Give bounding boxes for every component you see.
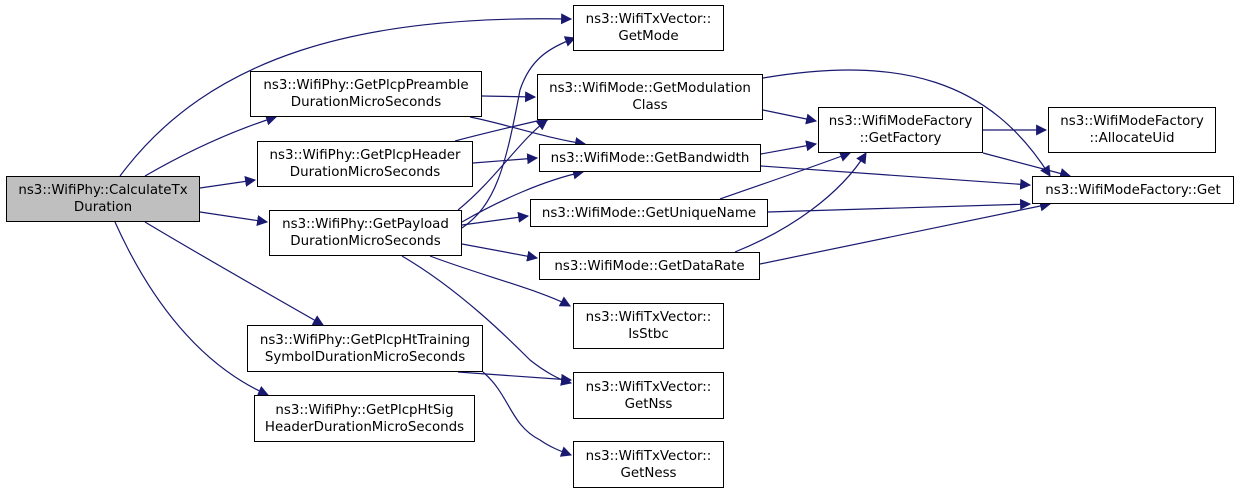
edge-payload-getmode <box>461 36 577 229</box>
edge-payload-uniquename <box>461 211 530 226</box>
node-get-plcp-header-duration[interactable]: ns3::WifiPhy::GetPlcpHeader DurationMicr… <box>257 141 473 187</box>
node-label-line-2: DurationMicroSeconds <box>289 165 441 180</box>
edge-bandwidth-factoryget <box>760 165 1032 190</box>
edge-bandwidth-getfactory <box>760 140 818 155</box>
edge-payload-getnss <box>401 255 573 386</box>
node-wifimode-get-modulation-class[interactable]: ns3::WifiMode::GetModulation Class <box>537 74 763 120</box>
edge-payload-bandwidth <box>461 168 585 223</box>
node-modefactory-get[interactable]: ns3::WifiModeFactory::Get <box>1032 176 1234 204</box>
node-wifimode-get-data-rate[interactable]: ns3::WifiMode::GetDataRate <box>539 252 760 280</box>
node-get-plcp-preamble-duration[interactable]: ns3::WifiPhy::GetPlcpPreamble DurationMi… <box>250 71 482 117</box>
node-label-line-2: HeaderDurationMicroSeconds <box>264 419 465 435</box>
node-label-line-1: ns3::WifiMode::GetModulation <box>549 81 751 96</box>
edge-datarate-factoryget <box>759 200 1052 265</box>
node-label-line-1: ns3::WifiPhy::GetPlcpHeader <box>269 148 461 163</box>
edge-header-bandwidth <box>472 153 539 165</box>
edge-uniquename-getfactory <box>719 151 852 200</box>
edge-payload-modclass <box>457 119 548 211</box>
node-calculate-tx-duration[interactable]: ns3::WifiPhy::CalculateTx Duration <box>6 176 200 222</box>
node-txvector-is-stbc[interactable]: ns3::WifiTxVector:: IsStbc <box>573 303 724 349</box>
edge-calc-getmode <box>119 13 573 177</box>
edge-datarate-getfactory <box>734 152 867 253</box>
node-txvector-get-nss[interactable]: ns3::WifiTxVector:: GetNss <box>573 372 724 419</box>
node-label-line-2: SymbolDurationMicroSeconds <box>264 349 466 365</box>
edge-preamble-bandwidth <box>469 116 587 148</box>
edge-calc-payload <box>199 211 269 226</box>
node-label-line-1: ns3::WifiMode::GetBandwidth <box>550 150 750 166</box>
node-get-plcp-ht-training-duration[interactable]: ns3::WifiPhy::GetPlcpHtTraining SymbolDu… <box>247 325 483 372</box>
node-wifimode-get-bandwidth[interactable]: ns3::WifiMode::GetBandwidth <box>539 144 761 172</box>
node-modefactory-get-factory[interactable]: ns3::WifiModeFactory ::GetFactory <box>818 107 983 153</box>
node-label-line-2: DurationMicroSeconds <box>290 95 442 110</box>
edge-preamble-modclass <box>481 91 537 103</box>
node-label-line-1: ns3::WifiTxVector:: <box>585 448 712 464</box>
node-label-line-1: ns3::WifiMode::GetDataRate <box>554 258 745 274</box>
node-label-line-1: ns3::WifiPhy::GetPlcpHtTraining <box>259 332 471 348</box>
node-label-line-1: ns3::WifiMode::GetUniqueName <box>541 205 757 221</box>
edge-getfactory-factoryget <box>982 152 1072 179</box>
node-label-line-1: ns3::WifiPhy::GetPayload <box>282 217 449 232</box>
node-label-line-1: ns3::WifiModeFactory::Get <box>1045 182 1221 198</box>
edge-payload-datarate <box>461 243 539 262</box>
edge-httraining-getness <box>482 371 573 457</box>
node-label-line-2: Duration <box>73 200 133 215</box>
edge-modclass-factoryget <box>762 69 1051 177</box>
node-label-line-2: IsStbc <box>628 327 669 342</box>
node-label-line-2: ::AllocateUid <box>1089 131 1175 146</box>
node-label-line-1: ns3::WifiModeFactory <box>828 114 973 129</box>
node-label-line-1: ns3::WifiPhy::CalculateTx <box>18 183 188 198</box>
edge-calc-htsig <box>114 221 270 397</box>
edge-calc-httraining <box>144 221 324 326</box>
node-label-line-2: DurationMicroSeconds <box>290 234 441 249</box>
edge-modclass-getfactory <box>762 109 818 125</box>
edge-calc-preamble <box>144 114 278 177</box>
edge-payload-isstbc <box>429 255 571 307</box>
node-label-line-1: ns3::WifiTxVector:: <box>585 310 712 325</box>
node-modefactory-allocate-uid[interactable]: ns3::WifiModeFactory ::AllocateUid <box>1048 107 1216 153</box>
node-label-line-1: ns3::WifiPhy::GetPlcpHtSig <box>275 402 454 418</box>
node-wifimode-get-unique-name[interactable]: ns3::WifiMode::GetUniqueName <box>530 199 768 227</box>
node-label-line-2: GetNess <box>620 465 677 481</box>
node-label-line-2: GetNss <box>624 396 673 412</box>
node-txvector-get-ness[interactable]: ns3::WifiTxVector:: GetNess <box>573 441 724 488</box>
node-get-plcp-ht-sig-header-duration[interactable]: ns3::WifiPhy::GetPlcpHtSig HeaderDuratio… <box>254 395 475 442</box>
node-label-line-1: ns3::WifiTxVector:: <box>585 379 712 395</box>
node-label-line-2: GetMode <box>618 29 679 44</box>
node-label-line-1: ns3::WifiModeFactory <box>1060 114 1204 129</box>
node-get-payload-duration[interactable]: ns3::WifiPhy::GetPayload DurationMicroSe… <box>269 210 462 256</box>
node-label-line-2: Class <box>632 98 668 113</box>
edge-httraining-getnss <box>457 371 573 385</box>
node-label-line-2: ::GetFactory <box>859 131 942 146</box>
edge-uniquename-factoryget <box>767 198 1032 213</box>
edge-calc-header <box>199 175 257 189</box>
node-txvector-get-mode[interactable]: ns3::WifiTxVector:: GetMode <box>573 5 724 51</box>
node-label-line-1: ns3::WifiPhy::GetPlcpPreamble <box>263 78 469 93</box>
node-label-line-1: ns3::WifiTxVector:: <box>585 12 712 27</box>
